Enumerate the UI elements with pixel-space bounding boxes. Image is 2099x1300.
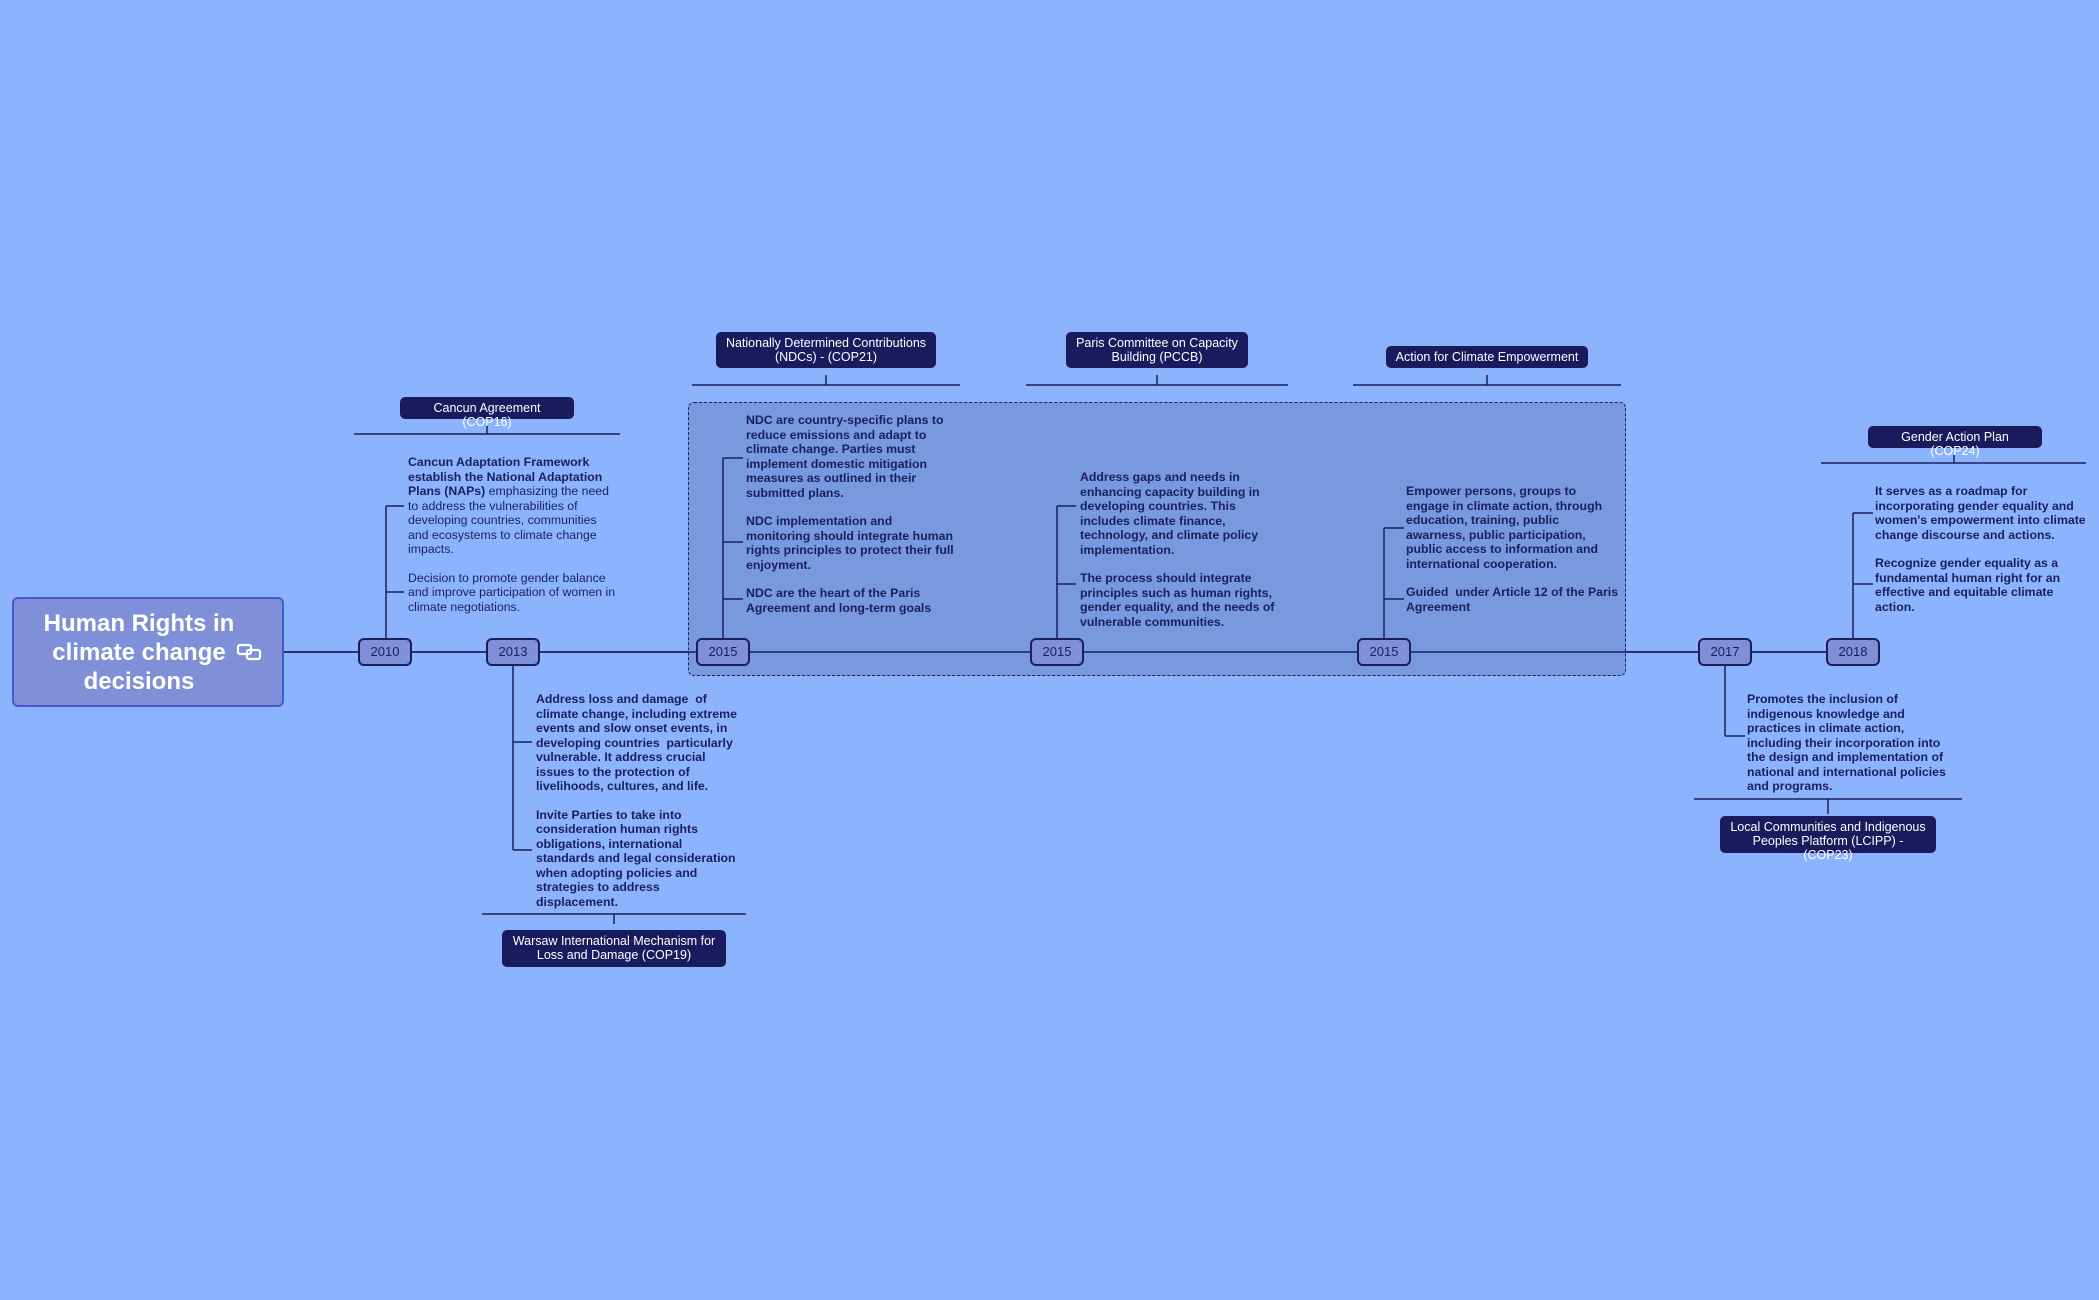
event-notes-lcipp: Promotes the inclusion of indigenous kno… [1747, 692, 1961, 794]
note-paragraph: NDC implementation and monitoring should… [746, 514, 958, 572]
event-label-ndc[interactable]: Nationally Determined Contributions (NDC… [716, 332, 936, 368]
note-paragraph: Promotes the inclusion of indigenous kno… [1747, 692, 1950, 793]
note-paragraph: The process should integrate principles … [1080, 571, 1278, 629]
event-notes-gap: It serves as a roadmap for incorporating… [1875, 484, 2087, 614]
event-notes-ndc: NDC are country-specific plans to reduce… [746, 413, 958, 615]
note-paragraph: It serves as a roadmap for incorporating… [1875, 484, 2090, 542]
note-paragraph: Invite Parties to take into consideratio… [536, 807, 743, 909]
root-topic[interactable]: Human Rights in climate change decisions [12, 597, 284, 707]
event-label-pccb[interactable]: Paris Committee on Capacity Building (PC… [1066, 332, 1248, 368]
year-node-2018[interactable]: 2018 [1826, 638, 1880, 666]
year-node-2015-pccb[interactable]: 2015 [1030, 638, 1084, 666]
year-node-2013[interactable]: 2013 [486, 638, 540, 666]
note-paragraph: Address loss and damage of climate chang… [536, 692, 741, 793]
event-notes-warsaw: Address loss and damage of climate chang… [536, 692, 744, 909]
paris-agreement-group [688, 402, 1626, 676]
note-paragraph: NDC are country-specific plans to reduce… [746, 413, 947, 500]
event-label-lcipp[interactable]: Local Communities and Indigenous Peoples… [1720, 816, 1936, 862]
note-paragraph: NDC are the heart of the Paris Agreement… [746, 586, 932, 615]
event-notes-ace: Empower persons, groups to engage in cli… [1406, 484, 1620, 614]
note-paragraph: Empower persons, groups to engage in cli… [1406, 484, 1606, 571]
note-paragraph: Decision to promote gender balance and i… [408, 570, 619, 614]
event-label-gap[interactable]: Gender Action Plan (COP24) [1868, 426, 2042, 458]
note-paragraph: Recognize gender equality as a fundament… [1875, 556, 2064, 614]
event-notes-pccb: Address gaps and needs in enhancing capa… [1080, 470, 1288, 629]
year-node-2017[interactable]: 2017 [1698, 638, 1752, 666]
year-node-2010[interactable]: 2010 [358, 638, 412, 666]
year-node-2015-ace[interactable]: 2015 [1357, 638, 1411, 666]
link-icon[interactable] [236, 641, 262, 663]
event-label-warsaw[interactable]: Warsaw International Mechanism for Loss … [502, 930, 726, 967]
year-node-2015-ndc[interactable]: 2015 [696, 638, 750, 666]
event-label-ace[interactable]: Action for Climate Empowerment [1386, 346, 1588, 368]
event-label-cancun[interactable]: Cancun Agreement (COP16) [400, 397, 574, 429]
note-paragraph: Guided under Article 12 of the Paris Agr… [1406, 585, 1622, 614]
event-notes-cancun: Cancun Adaptation Framework establish th… [408, 455, 618, 614]
root-title: Human Rights in climate change decisions [43, 609, 235, 695]
note-paragraph: Cancun Adaptation Framework establish th… [408, 455, 613, 556]
note-paragraph: Address gaps and needs in enhancing capa… [1080, 470, 1264, 557]
